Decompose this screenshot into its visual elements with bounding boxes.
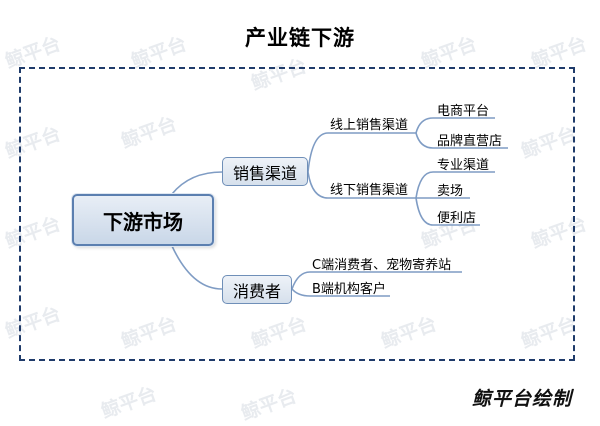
root-node: 下游市场 xyxy=(72,194,214,246)
diagram-frame xyxy=(19,67,575,361)
connector-line xyxy=(291,288,311,297)
connector-line xyxy=(415,132,434,149)
connector-line xyxy=(307,171,329,199)
credit-text: 鲸平台绘制 xyxy=(471,388,572,410)
sub-offline-channels: 线下销售渠道 xyxy=(330,182,409,198)
branch-sales-channels: 销售渠道 xyxy=(222,157,308,186)
connector-line xyxy=(171,171,223,195)
connector-line xyxy=(415,171,434,199)
connector-line xyxy=(307,132,329,173)
branch-consumers: 消费者 xyxy=(222,275,292,304)
leaf-brand-store: 品牌直营店 xyxy=(437,133,503,149)
connector-line xyxy=(171,245,223,290)
sub-online-channels: 线上销售渠道 xyxy=(330,117,409,133)
connector-line xyxy=(291,271,311,290)
connector-line xyxy=(415,117,434,134)
leaf-convenience-store: 便利店 xyxy=(437,210,477,226)
leaf-c-end-consumers: C端消费者、宠物寄养站 xyxy=(312,257,452,273)
leaf-ecommerce: 电商平台 xyxy=(437,103,490,119)
leaf-b-end-clients: B端机构客户 xyxy=(312,281,386,297)
leaf-hypermarket: 卖场 xyxy=(437,183,464,199)
page-title: 产业链下游 xyxy=(245,26,355,50)
connector-line xyxy=(415,197,434,226)
leaf-specialty-channel: 专业渠道 xyxy=(437,157,490,173)
